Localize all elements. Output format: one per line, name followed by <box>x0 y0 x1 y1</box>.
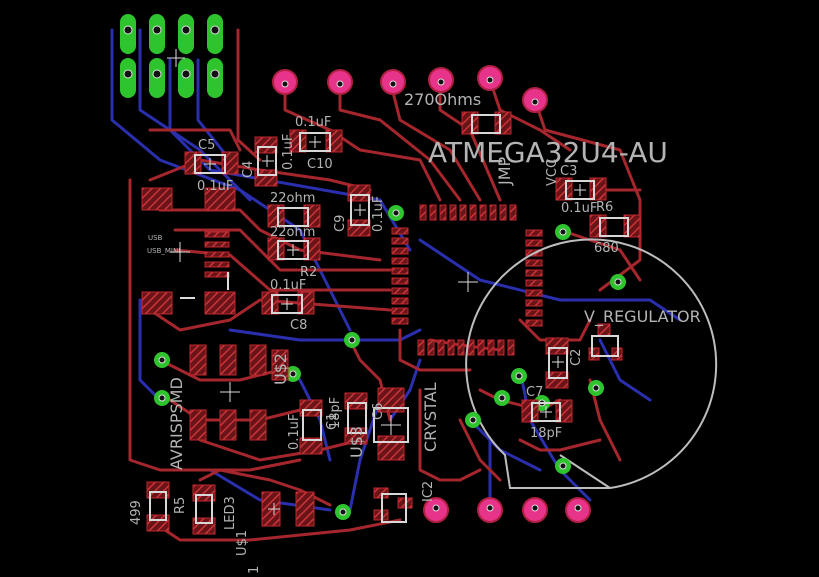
c2-label: C2 <box>569 349 584 366</box>
c7-label: C7 <box>526 385 543 400</box>
r22-top-label: 22ohm <box>270 191 315 206</box>
c9-label: C9 <box>333 215 348 232</box>
r6-label: R6 <box>596 200 613 215</box>
r2-label: R2 <box>300 265 317 280</box>
header-pins <box>120 14 223 98</box>
mcu-right-pads <box>525 229 543 327</box>
c3-value-label: 0.1uF <box>561 201 597 216</box>
v-regulator-label: V_REGULATOR <box>584 307 701 327</box>
mcu-label: ATMEGA32U4-AU <box>428 136 668 169</box>
c8-value-label: 0.1uF <box>270 278 306 293</box>
c6-value-label: 18pF <box>328 397 343 429</box>
vcc-label: VCC <box>545 159 560 186</box>
r5-label: R5 <box>173 497 188 514</box>
usb-label: USB <box>148 234 163 242</box>
c5-label: C5 <box>198 138 215 153</box>
led3-label: LED3 <box>223 496 238 530</box>
crystal-label: CRYSTAL <box>421 382 440 452</box>
ic2-label: IC2 <box>421 481 436 502</box>
c4-label: C4 <box>241 161 256 178</box>
mcu-footprint <box>391 204 543 356</box>
through-hole-rings <box>272 65 591 523</box>
mcu-left-pads <box>391 227 409 325</box>
mcu-top-pads <box>419 204 517 221</box>
c1-label: C1 <box>325 413 340 430</box>
c10-value-label: 0.1uF <box>295 115 331 130</box>
jmp-label: JMP <box>495 156 514 186</box>
u3-label: U$3 <box>347 426 366 458</box>
c3-label: C3 <box>560 164 577 179</box>
r6-value-label: 680 <box>594 241 619 256</box>
vias <box>154 205 626 520</box>
usb-mini-label: USB_MINI <box>147 247 180 255</box>
c4-value-label: 0.1uF <box>281 134 296 170</box>
c5-value-label: 0.1uF <box>197 179 233 194</box>
c6-label: C6 <box>371 403 386 420</box>
r22-bottom-label: 22ohm <box>270 225 315 240</box>
avrisp-label: AVRISPSMD <box>167 377 186 470</box>
silkscreen-text: ATMEGA32U4-AU V_REGULATOR 270Ohms JMP VC… <box>129 90 701 574</box>
u2-label: U$2 <box>271 353 290 385</box>
u1-label: U$1 <box>235 530 250 556</box>
pin1-label: 1 <box>247 566 262 574</box>
c10-label: C10 <box>307 157 333 172</box>
resistor-270-label: 270Ohms <box>404 90 481 109</box>
r5-value-label: 499 <box>129 500 144 525</box>
c8-label: C8 <box>290 318 307 333</box>
c1-value-label: 0.1uF <box>287 414 302 450</box>
mcu-bottom-pads <box>417 339 515 356</box>
c7-value-label: 18pF <box>530 426 562 441</box>
c9-value-label: 0.1uF <box>371 196 386 232</box>
smd-components <box>141 111 641 535</box>
